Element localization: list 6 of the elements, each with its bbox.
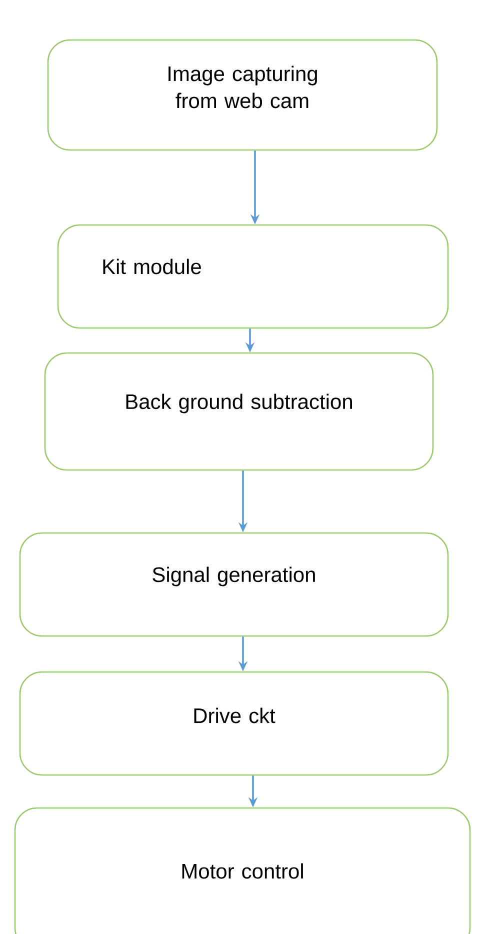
process-box: Signal generation xyxy=(19,532,449,637)
process-box: Motor control xyxy=(14,807,471,934)
process-box: Drive ckt xyxy=(19,671,449,776)
process-box: Kit module xyxy=(57,224,449,329)
process-box: Back ground subtraction xyxy=(44,352,434,471)
process-box: Image capturing from web cam xyxy=(47,39,438,151)
